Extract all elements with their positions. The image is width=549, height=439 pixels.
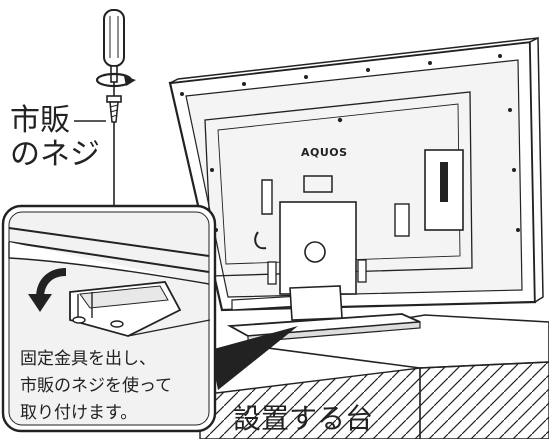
tv-rear-view	[168, 36, 544, 312]
screw-icon	[106, 95, 122, 123]
inset-caption: 固定金具を出し、 市販のネジを使って 取り付けます。	[20, 349, 173, 423]
screw-label-line2: のネジ	[10, 137, 100, 172]
stand-table	[199, 314, 549, 439]
screw-label-line1: 市販	[10, 103, 70, 138]
inset-panel	[1, 204, 298, 433]
stand-label: 設置する台	[233, 402, 374, 435]
curved-arrow-icon	[28, 268, 67, 312]
rotate-arrow-icon	[95, 72, 136, 88]
brand-logo-text: AQUOS	[301, 146, 348, 159]
